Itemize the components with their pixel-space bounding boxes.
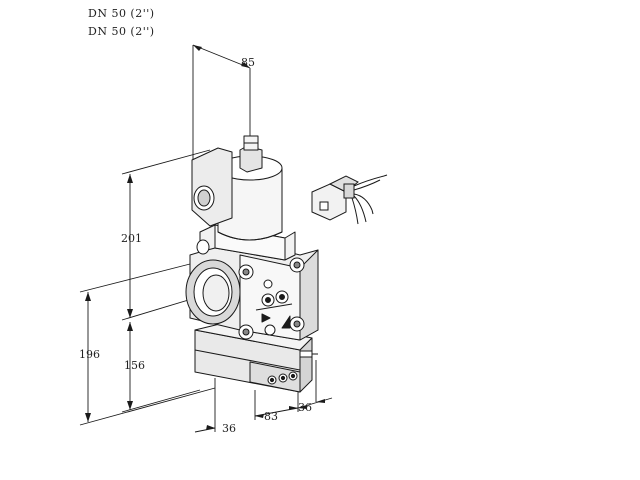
size-label-1: DN 50 (2'') xyxy=(88,7,155,20)
size-label-2: DN 50 (2'') xyxy=(88,25,155,38)
cable-connector-plug xyxy=(311,174,388,225)
solenoid-valve-drawing xyxy=(185,135,319,393)
dim-196: 196 xyxy=(79,348,100,361)
dim-156: 156 xyxy=(124,359,145,372)
dim-36-front: 36 xyxy=(222,422,236,435)
dim-83: 83 xyxy=(264,410,278,423)
dimension-lines xyxy=(79,44,333,433)
dim-85: 85 xyxy=(241,56,255,69)
dimension-arrows xyxy=(85,45,325,430)
dim-36-right: 36 xyxy=(298,401,312,414)
dim-201: 201 xyxy=(121,232,142,245)
